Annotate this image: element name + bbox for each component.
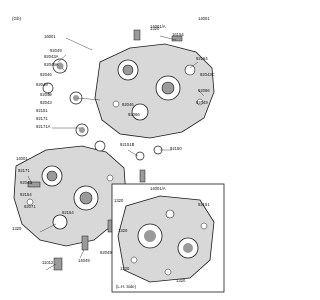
part-label-layer: 14001/A160019204992043A92049A92046920499… (12, 24, 215, 283)
part-number-label: 92151 (198, 202, 210, 207)
part-number-label: 16154 (172, 32, 184, 37)
part-number-label: 92046 (40, 72, 52, 77)
part-number-label: 92154 (62, 210, 74, 215)
part-number-label: 92171A (36, 124, 51, 129)
part-number-label: 11012 (42, 260, 54, 265)
part-number-label: 92150 (170, 146, 182, 151)
lh-side-detail-box (111, 183, 225, 293)
bearings-and-seals (42, 58, 163, 161)
part-number-label: 92043 (20, 180, 32, 185)
part-number-label: 14001/A (150, 186, 166, 191)
part-number-label: 92049 (196, 100, 208, 105)
part-number-label: 92043A (44, 54, 59, 59)
part-number-label: 92154 (196, 56, 208, 61)
part-number-label: 92151 (36, 108, 48, 113)
part-number-label: 92043C (200, 72, 215, 77)
part-number-label: 92043 (40, 100, 52, 105)
part-number-label: 92154 (20, 192, 32, 197)
part-number-label: 92049 (50, 48, 62, 53)
part-number-label: 14049 (78, 258, 90, 263)
leader-lines (27, 35, 205, 271)
part-number-label: 1320 (12, 226, 22, 231)
part-number-label: 92066 (198, 88, 210, 93)
crankcase-parts-diagram: 14001/A160019204992043A92049A92046920499… (12, 16, 225, 293)
part-number-label: 14001 (16, 156, 28, 161)
part-number-label: 92049 (40, 92, 52, 97)
part-number-label: 92066 (128, 112, 140, 117)
part-number-label: 92151B (120, 142, 135, 147)
part-number-label: 92049 (100, 250, 112, 255)
part-number-label: 92171 (18, 168, 30, 173)
part-number-label: 1320 (114, 198, 124, 203)
part-number-label: 1320 (120, 266, 130, 271)
part-number-label: 92171 (36, 116, 48, 121)
part-number-label: 14001/A (150, 24, 166, 29)
note-top-right: 14001 (198, 16, 210, 21)
part-number-label: 1320 (118, 228, 128, 233)
part-number-label: 92049 (36, 82, 48, 87)
part-number-label: 92046 (122, 102, 134, 107)
lower-crankcase-half (13, 145, 127, 247)
note-lh-side: (L.H. Side) (116, 284, 137, 289)
part-number-label: 16001 (44, 34, 56, 39)
part-number-label: 92049A (44, 62, 59, 67)
note-gb: (Gb) (12, 16, 22, 21)
part-number-label: 1320 (176, 278, 186, 283)
part-number-label: 92071 (24, 204, 36, 209)
upper-crankcase-half (94, 43, 215, 139)
bolts-and-dowels (27, 29, 183, 271)
part-number-label: 1320 (150, 26, 160, 31)
